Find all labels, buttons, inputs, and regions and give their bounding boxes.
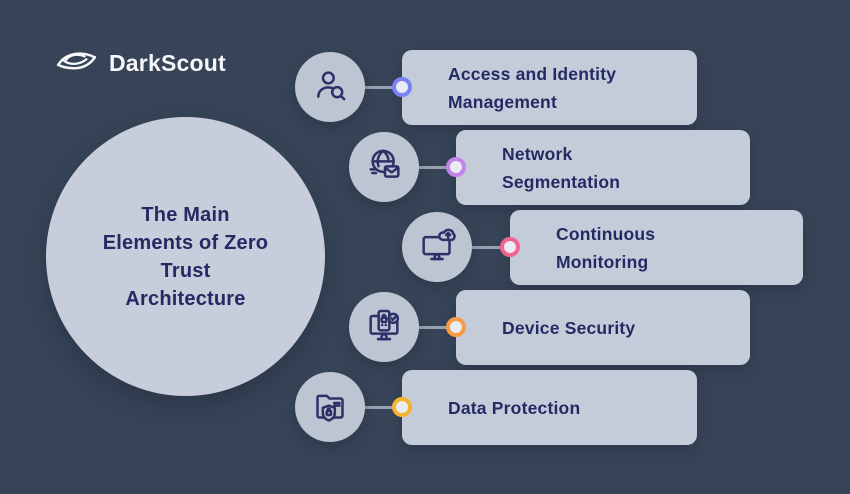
brand-logo: DarkScout: [55, 47, 226, 79]
element-label: Monitoring: [556, 251, 649, 272]
connector-line: [384, 165, 456, 169]
element-label: Network: [502, 143, 573, 164]
device-shield-check-icon: [364, 305, 404, 350]
connector-ring: [446, 317, 466, 337]
icon-circle: [349, 132, 419, 202]
element-label: Segmentation: [502, 171, 621, 192]
connector-line: [330, 85, 402, 89]
connector-line: [330, 405, 402, 409]
globe-mail-icon: [364, 145, 404, 190]
element-label-box: Continuous Monitoring: [510, 210, 803, 285]
main-topic-title: The Main Elements of Zero Trust Architec…: [102, 203, 269, 310]
element-label-box: Data Protection: [402, 370, 697, 445]
connector-line: [384, 325, 456, 329]
connector-ring: [392, 397, 412, 417]
icon-circle: [295, 372, 365, 442]
element-label: Management: [448, 91, 557, 112]
icon-circle: [349, 292, 419, 362]
element-label-box: Access and Identity Management: [402, 50, 697, 125]
darkscout-eye-icon: [55, 47, 99, 79]
element-label: Continuous: [556, 223, 656, 244]
monitor-upload-icon: [417, 225, 457, 270]
user-search-icon: [310, 65, 350, 110]
connector-ring: [500, 237, 520, 257]
connector-line: [437, 245, 510, 249]
connector-ring: [392, 77, 412, 97]
element-label-box: Network Segmentation: [456, 130, 750, 205]
connector-ring: [446, 157, 466, 177]
brand-name: DarkScout: [109, 49, 226, 76]
element-label: Device Security: [502, 317, 636, 338]
main-topic-circle: The Main Elements of Zero Trust Architec…: [46, 117, 325, 396]
folder-shield-lock-icon: [310, 385, 350, 430]
element-label: Access and Identity: [448, 63, 617, 84]
icon-circle: [402, 212, 472, 282]
icon-circle: [295, 52, 365, 122]
element-label-box: Device Security: [456, 290, 750, 365]
element-label: Data Protection: [448, 397, 581, 418]
